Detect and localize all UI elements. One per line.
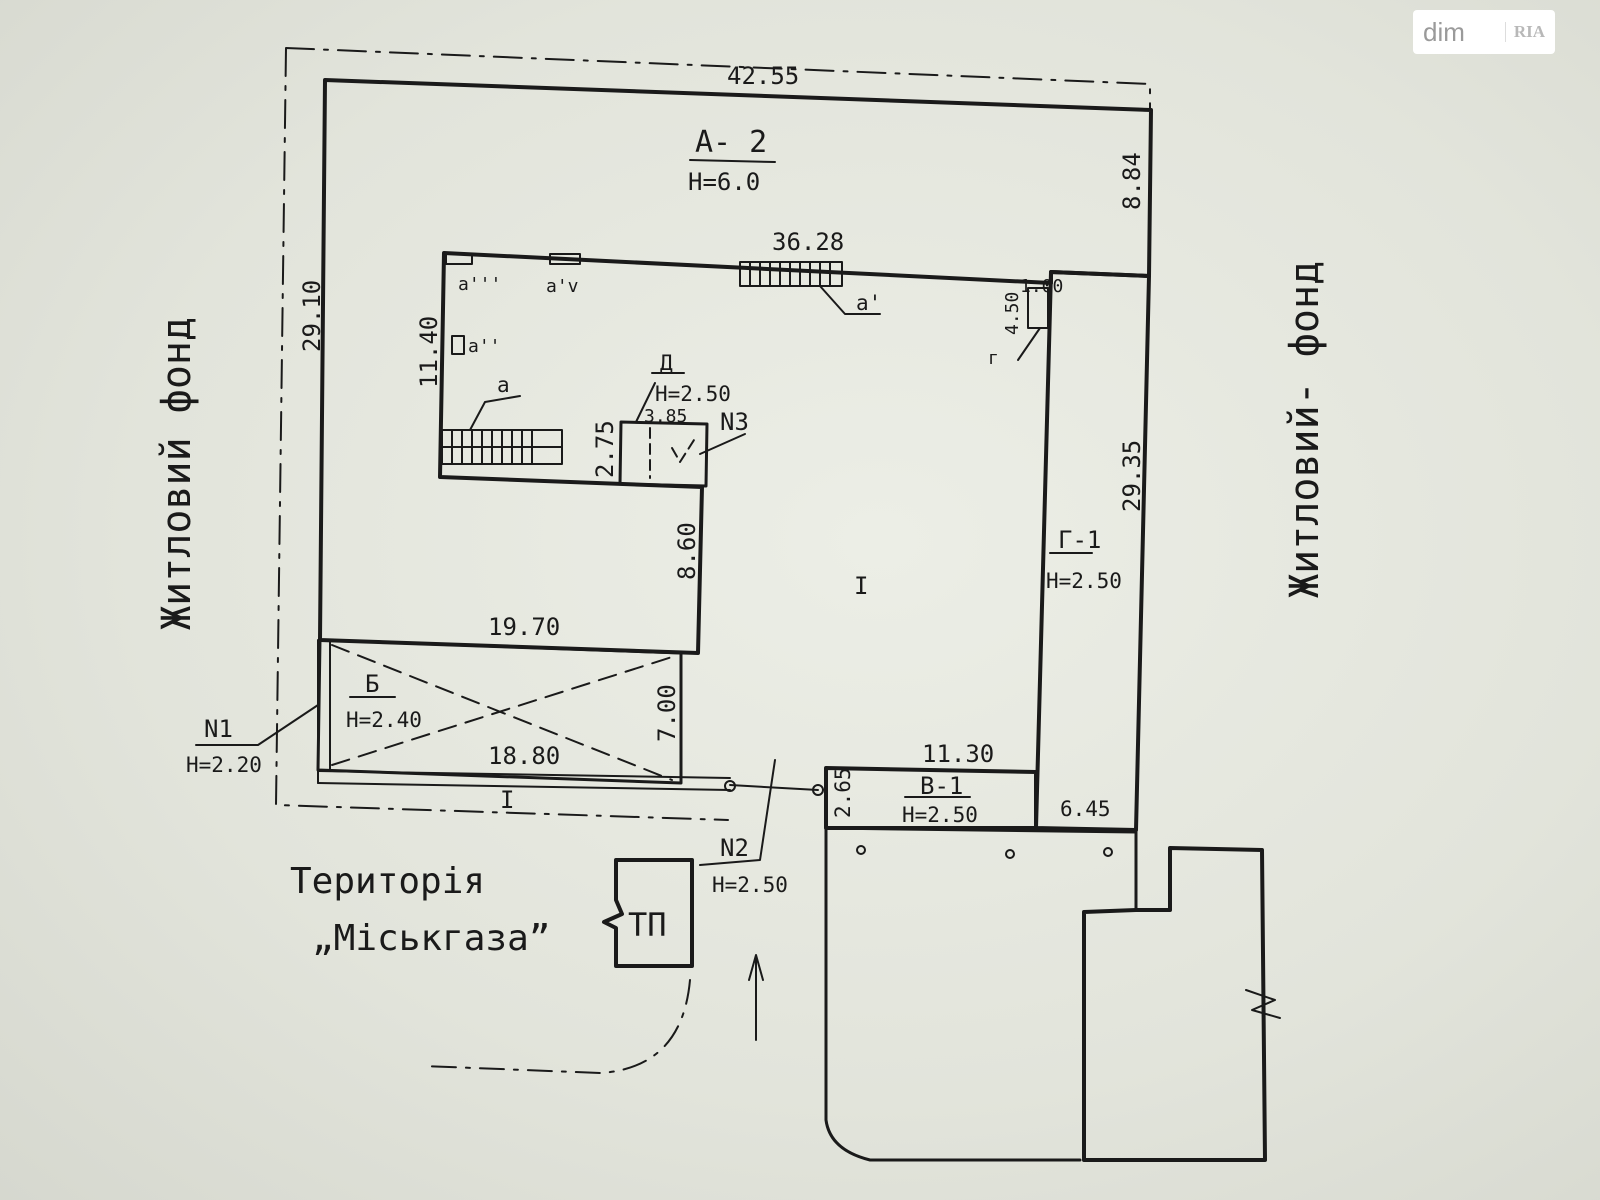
dim-3-85: 3.85 xyxy=(644,406,687,427)
dim-2-65: 2.65 xyxy=(831,767,855,818)
label-building-a: А- 2 xyxy=(695,125,767,160)
label-stairs-a4: а'v xyxy=(546,276,579,297)
label-building-v: В-1 xyxy=(920,772,963,800)
stairs-a-leader xyxy=(469,395,521,431)
dim-29-10: 29.10 xyxy=(298,280,326,352)
label-building-b-height: Н=2.40 xyxy=(346,708,422,732)
dim-4-50: 4.50 xyxy=(1002,292,1023,335)
gate-n2-line xyxy=(729,784,819,791)
label-stairs-a1: а' xyxy=(856,291,881,315)
label-building-b: Б xyxy=(365,670,379,698)
dim-8-84: 8.84 xyxy=(1118,152,1146,210)
lower-yard-outline xyxy=(824,826,1138,1162)
building-g-outline xyxy=(1034,270,1151,832)
watermark-logo-text: dim xyxy=(1423,16,1465,47)
dim-7-00: 7.00 xyxy=(653,684,681,742)
label-a-underline xyxy=(689,159,776,163)
column-3 xyxy=(1103,847,1113,857)
building-v-outline xyxy=(824,766,1038,830)
stairs-a1-leader xyxy=(819,285,881,315)
transformer-label: ТП xyxy=(628,906,667,944)
dim-6-45: 6.45 xyxy=(1060,797,1111,821)
stair-a4-mark xyxy=(549,253,581,265)
dim-42-55: 42.55 xyxy=(727,62,799,90)
label-fence-n1-height: Н=2.20 xyxy=(186,753,262,777)
label-yard: I xyxy=(854,572,868,600)
label-fence-n1: N1 xyxy=(204,715,233,743)
building-b-cross xyxy=(331,644,673,781)
stair-g-mark xyxy=(1027,287,1049,329)
lower-right-block xyxy=(1082,846,1267,1162)
label-fence-n2-height: Н=2.50 xyxy=(712,873,788,897)
site-boundary-line xyxy=(275,47,1151,821)
dim-11-40: 11.40 xyxy=(415,316,443,388)
territory-label-line1: Територія xyxy=(290,861,485,902)
label-fence-n3: N3 xyxy=(720,408,749,436)
dim-36-28: 36.28 xyxy=(772,228,844,256)
stair-a2-mark xyxy=(451,335,465,355)
building-d-outline xyxy=(618,420,709,488)
column-1 xyxy=(856,845,866,855)
break-mark xyxy=(1245,989,1281,1019)
label-stairs-a2: а'' xyxy=(468,336,501,357)
dim-11-30: 11.30 xyxy=(922,740,994,768)
stair-a3-mark xyxy=(445,253,473,265)
label-building-a-height: Н=6.0 xyxy=(688,168,760,196)
label-building-d: Д xyxy=(660,351,673,375)
north-arrow xyxy=(748,954,764,1041)
label-stairs-a3: а''' xyxy=(458,274,501,295)
label-building-g-height: Н=2.50 xyxy=(1046,569,1122,593)
dim-19-70: 19.70 xyxy=(488,613,560,641)
stairs-a1 xyxy=(739,261,843,287)
label-stairs-a: а xyxy=(497,373,510,397)
gate-post-right xyxy=(812,784,824,796)
watermark-logo-mark: RIA xyxy=(1504,22,1545,42)
dim-8-60: 8.60 xyxy=(673,522,701,580)
stairs-a xyxy=(441,429,563,465)
label-building-d-height: Н=2.50 xyxy=(655,382,731,406)
building-d-inner xyxy=(649,427,695,479)
dim-18-80: 18.80 xyxy=(488,742,560,770)
side-label-right: Житловий- фонд xyxy=(1282,261,1328,598)
fence-n1-line xyxy=(317,770,731,791)
gate-post-left xyxy=(724,780,736,792)
column-2 xyxy=(1005,849,1015,859)
territory-label-line2: „Міськгаза” xyxy=(312,918,550,959)
label-fence-n2: N2 xyxy=(720,834,749,862)
fence-n1-side xyxy=(317,639,331,784)
label-bottom-strip: I xyxy=(500,786,514,814)
fence-n3-leader xyxy=(699,433,746,455)
road-boundary xyxy=(423,979,691,1074)
label-building-v-height: Н=2.50 xyxy=(902,803,978,827)
side-label-left: Житловий фонд xyxy=(154,317,200,630)
transformer-outline xyxy=(602,858,694,968)
building-d-leader xyxy=(635,382,656,423)
fence-n1-leader xyxy=(195,704,319,746)
watermark-logo: dim RIA xyxy=(1413,10,1555,54)
building-a-outline xyxy=(318,78,1153,655)
stair-g-leader xyxy=(1017,327,1041,361)
gate-n2-leader xyxy=(699,759,776,866)
label-stairs-g: г xyxy=(988,348,999,369)
dim-1-00: 1.00 xyxy=(1020,276,1063,297)
dim-2-75: 2.75 xyxy=(591,420,619,478)
label-building-g: Г-1 xyxy=(1058,526,1101,554)
dim-29-35: 29.35 xyxy=(1118,440,1146,512)
